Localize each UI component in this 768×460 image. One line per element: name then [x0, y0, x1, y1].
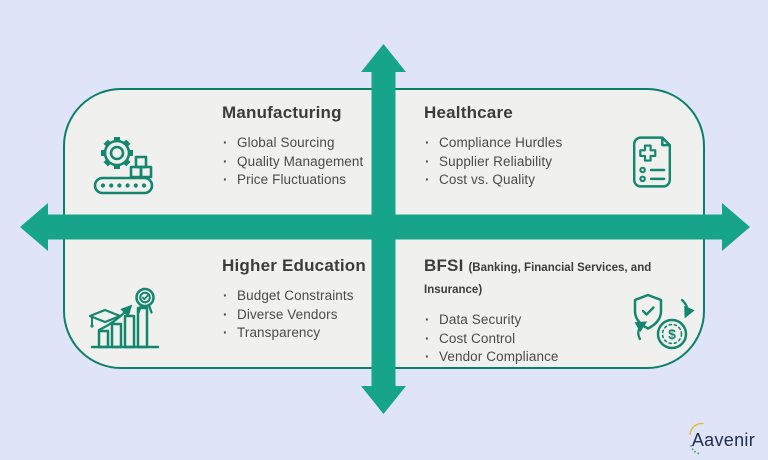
education-growth-chart-icon [88, 287, 160, 349]
bfsi-title: BFSI (Banking, Financial Services, and I… [424, 256, 694, 300]
manufacturing-list: Global Sourcing Quality Management Price… [222, 134, 492, 190]
healthcare-title: Healthcare [424, 103, 513, 122]
list-item: Price Fluctuations [222, 171, 492, 190]
higher-education-list: Budget Constraints Diverse Vendors Trans… [222, 287, 492, 343]
list-item: Supplier Reliability [424, 153, 694, 172]
list-item: Compliance Hurdles [424, 134, 694, 153]
list-item: Cost Control [424, 330, 694, 349]
quadrant-manufacturing: Manufacturing Global Sourcing Quality Ma… [222, 103, 492, 190]
quadrant-higher-education: Higher Education Budget Constraints Dive… [222, 256, 492, 343]
quadrant-bfsi: BFSI (Banking, Financial Services, and I… [424, 256, 694, 367]
aavenir-logo-mark [689, 422, 704, 455]
list-item: Transparency [222, 324, 492, 343]
manufacturing-title: Manufacturing [222, 103, 342, 122]
list-item: Global Sourcing [222, 134, 492, 153]
aavenir-logo: Aavenir [689, 421, 755, 455]
bfsi-list: Data Security Cost Control Vendor Compli… [424, 311, 694, 367]
list-item: Budget Constraints [222, 287, 492, 306]
list-item: Data Security [424, 311, 694, 330]
higher-education-title: Higher Education [222, 256, 366, 275]
quadrant-healthcare: Healthcare Compliance Hurdles Supplier R… [424, 103, 694, 190]
list-item: Cost vs. Quality [424, 171, 694, 190]
aavenir-logo-text: Aavenir [691, 430, 755, 450]
healthcare-list: Compliance Hurdles Supplier Reliability … [424, 134, 694, 190]
list-item: Quality Management [222, 153, 492, 172]
manufacturing-conveyor-gear-icon [93, 137, 154, 195]
bfsi-title-main: BFSI [424, 256, 464, 275]
bfsi-title-suffix: (Banking, Financial Services, and Insura… [424, 262, 652, 296]
list-item: Diverse Vendors [222, 306, 492, 325]
list-item: Vendor Compliance [424, 348, 694, 367]
